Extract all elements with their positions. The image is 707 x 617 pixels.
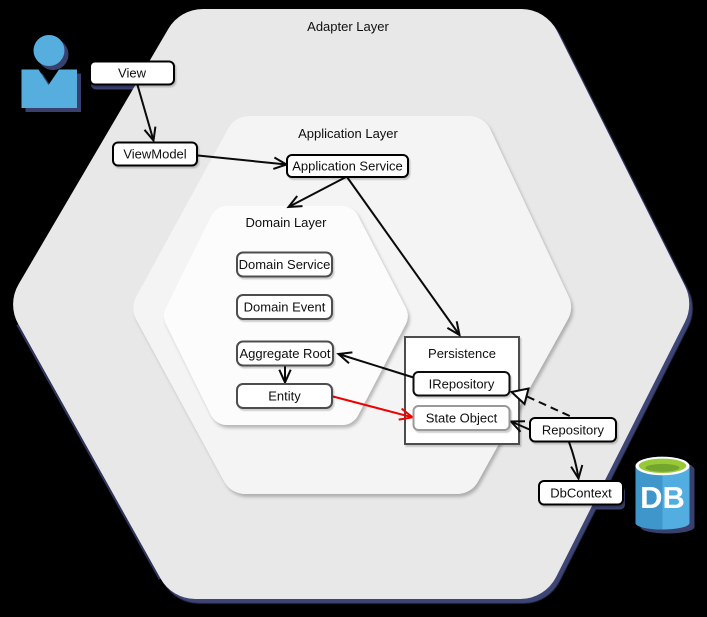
svg-text:Application Service: Application Service	[292, 159, 403, 174]
svg-text:Repository: Repository	[542, 423, 605, 438]
svg-text:DbContext: DbContext	[550, 486, 612, 501]
svg-text:ViewModel: ViewModel	[123, 147, 186, 162]
svg-text:Application Layer: Application Layer	[298, 126, 398, 141]
svg-text:Persistence: Persistence	[428, 346, 496, 361]
svg-text:Domain Service: Domain Service	[239, 257, 331, 272]
svg-text:Domain Event: Domain Event	[244, 300, 326, 315]
svg-text:Adapter Layer: Adapter Layer	[307, 19, 389, 34]
svg-text:State Object: State Object	[426, 411, 498, 426]
svg-text:IRepository: IRepository	[429, 377, 495, 392]
svg-text:Domain Layer: Domain Layer	[246, 215, 328, 230]
svg-text:Entity: Entity	[268, 389, 301, 404]
svg-text:DB: DB	[640, 480, 685, 515]
svg-text:Aggregate Root: Aggregate Root	[239, 346, 330, 361]
svg-text:View: View	[118, 66, 147, 81]
